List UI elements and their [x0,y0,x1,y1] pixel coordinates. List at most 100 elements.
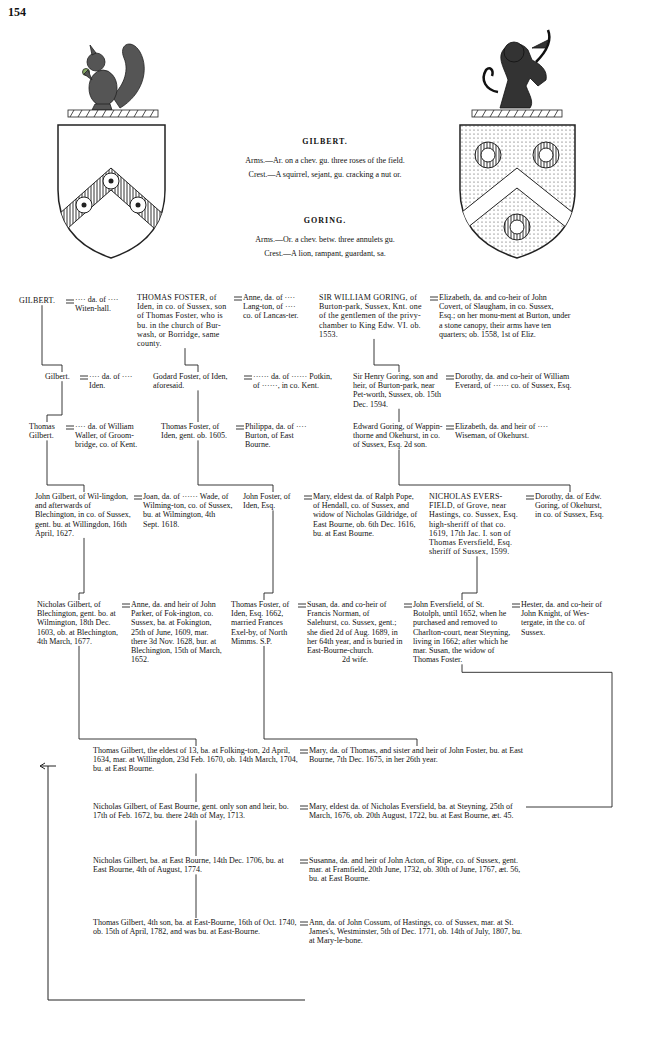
entry-text: Elizabeth, da. and co-heir of John Cover… [439,293,571,339]
descent-line [185,348,198,372]
entry-text: 2d wife. [307,655,403,664]
lion-crest [484,30,550,108]
descent-line [196,774,197,802]
entry-text: John Foster, of Iden, Esq. [243,492,303,510]
marriage-line [430,297,438,298]
marriage-sign [234,300,242,301]
pedigree-entry: Gilbert. [44,372,80,381]
pedigree-entry: Nicholas Gilbert, of East Bourne, gent. … [92,802,300,820]
pedigree-entry: Mary, eldest da. of Nicholas Eversfield,… [308,802,526,820]
entry-text: Elizabeth, da. and heir of ···· Wiseman,… [455,422,575,440]
marriage-sign [236,429,244,430]
entry-text: Thomas Gilbert. [29,422,65,440]
descent-line [399,409,400,422]
marriage-line [526,496,534,497]
marriage-sign [300,809,308,810]
pedigree-entry: Anne, da. and heir of John Parker, of Fo… [130,600,224,664]
entry-text: ···· da. of ···· Iden. [89,372,145,390]
pedigree-entry: John Foster, of Iden, Esq. [242,492,304,510]
pedigree-entry: Hester, da. and co-heir of John Knight, … [520,600,604,637]
family-heading: GORING. [175,216,475,225]
entry-text: Edward Goring, of Wappin-thorne and Okeh… [353,422,445,450]
entry-text: Thomas Foster, of Iden, Esq. 1662, marri… [231,600,297,646]
descent-line [42,305,62,372]
marriage-line [300,860,308,861]
entry-text: Mary, eldest da. of Nicholas Eversfield,… [309,802,525,820]
marriage-sign [526,499,534,500]
marriage-sign [300,863,308,864]
descent-line [196,820,197,856]
descent-line [462,664,612,807]
entry-text: Hester, da. and co-heir of John Knight, … [521,600,603,637]
pedigree-entry: ···· da. of ···· Witen-hall. [74,295,130,313]
marriage-line [446,376,454,377]
entry-text: Susanna, da. and heir of John Acton, of … [309,856,525,884]
entry-text: Dorothy, da. of Edw. Goring, of Okehurst… [535,492,605,520]
marriage-line [236,426,244,427]
marriage-sign [122,607,130,608]
pedigree-entry: Thomas Foster, of Iden, Esq. 1662, marri… [230,600,298,646]
pedigree-entry: GILBERT. [18,296,66,305]
pedigree-entry: Godard Foster, of Iden, aforesaid. [152,372,244,390]
descent-line [79,538,84,600]
marriage-line [298,604,306,605]
pedigree-entry: SIR WILLIAM GORING, of Burton-park, Suss… [318,293,430,339]
pedigree-entry: NICHOLAS EVERS-FIELD, of Grove, near Has… [428,492,526,556]
entry-text: Philippa, da. of ···· Burton, of East Bo… [245,422,315,450]
blazon-text: Crest.—A lion, rampant, guardant, sa. [175,249,475,258]
marriage-line [446,426,454,427]
marriage-sign [300,753,308,754]
pedigree-entry: THOMAS FOSTER, of Iden, in co. of Sussex… [136,293,234,348]
entry-text: ···· da. of William Waller, of Groom-bri… [75,422,153,450]
descent-line [264,510,273,600]
continuation-bracket [40,763,305,1000]
entry-text: Susan, da. and co-heir of Francis Norman… [307,600,403,655]
entry-text: Sir Henry Goring, son and heir, of Burto… [353,372,445,409]
descent-line [196,874,197,918]
entry-text: Anne, da. and heir of John Parker, of Fo… [131,600,223,664]
wreath [472,110,562,117]
pedigree-entry: Thomas Gilbert, 4th son, ba. at East-Bou… [92,918,300,936]
entry-text: Dorothy, da. and co-heir of William Ever… [455,372,575,390]
marriage-sign [430,300,438,301]
wreath [68,110,158,117]
entry-text: ···· da. of ···· Witen-hall. [75,295,129,313]
marriage-line [512,604,520,605]
entry-text: Gilbert. [45,372,79,381]
pedigree-entry: Mary, da. of Thomas, and sister and heir… [308,746,526,764]
entry-text: Nicholas Gilbert, of Blechington, gent. … [37,600,121,646]
marriage-line [66,426,74,427]
entry-text: SIR WILLIAM GORING, of Burton-park, Suss… [319,293,429,339]
pedigree-entry: Mary, eldest da. of Ralph Pope, of Henda… [312,492,420,538]
marriage-sign [244,379,252,380]
pedigree-entry: Thomas Gilbert, the eldest of 13, ba. at… [92,746,300,774]
descent-line [399,450,570,492]
entry-text: NICHOLAS EVERS-FIELD, of Grove, near Has… [429,492,525,556]
marriage-line [404,604,412,605]
entry-text: Mary, eldest da. of Ralph Pope, of Henda… [313,492,419,538]
marriage-line [300,806,308,807]
descent-line [198,390,199,422]
marriage-line [300,750,308,751]
pedigree-entry: Elizabeth, da. and heir of ···· Wiseman,… [454,422,576,440]
blazon-text: Crest.—A squirrel, sejant, gu. cracking … [175,170,475,179]
marriage-line [122,604,130,605]
pedigree-entry: Susanna, da. and heir of John Acton, of … [308,856,526,884]
entry-text: Nicholas Gilbert, of East Bourne, gent. … [93,802,299,820]
pedigree-entry: Nicholas Gilbert, ba. at East Bourne, 14… [92,856,300,874]
pedigree-entry: Thomas Foster, of Iden, gent. ob. 1605. [160,422,236,440]
marriage-line [66,300,74,301]
page-number: 154 [8,6,48,20]
descent-line [264,646,417,746]
entry-text: Ann, da. of John Cossum, of Hastings, co… [309,918,525,946]
marriage-sign [80,379,88,380]
blazon-text: Arms.—Or. a chev. betw. three annulets g… [175,235,475,244]
entry-text: GILBERT. [19,296,65,305]
entry-text: Nicholas Gilbert, ba. at East Bourne, 14… [93,856,299,874]
entry-text: Thomas Gilbert, 4th son, ba. at East-Bou… [93,918,299,936]
entry-text: Thomas Foster, of Iden, gent. ob. 1605. [161,422,235,440]
entry-text: Thomas Gilbert, the eldest of 13, ba. at… [93,746,299,774]
marriage-line [304,496,312,497]
entry-text: ······ da. of ······ Potkin, of ······, … [253,372,339,390]
pedigree-entry: Nicholas Gilbert, of Blechington, gent. … [36,600,122,646]
